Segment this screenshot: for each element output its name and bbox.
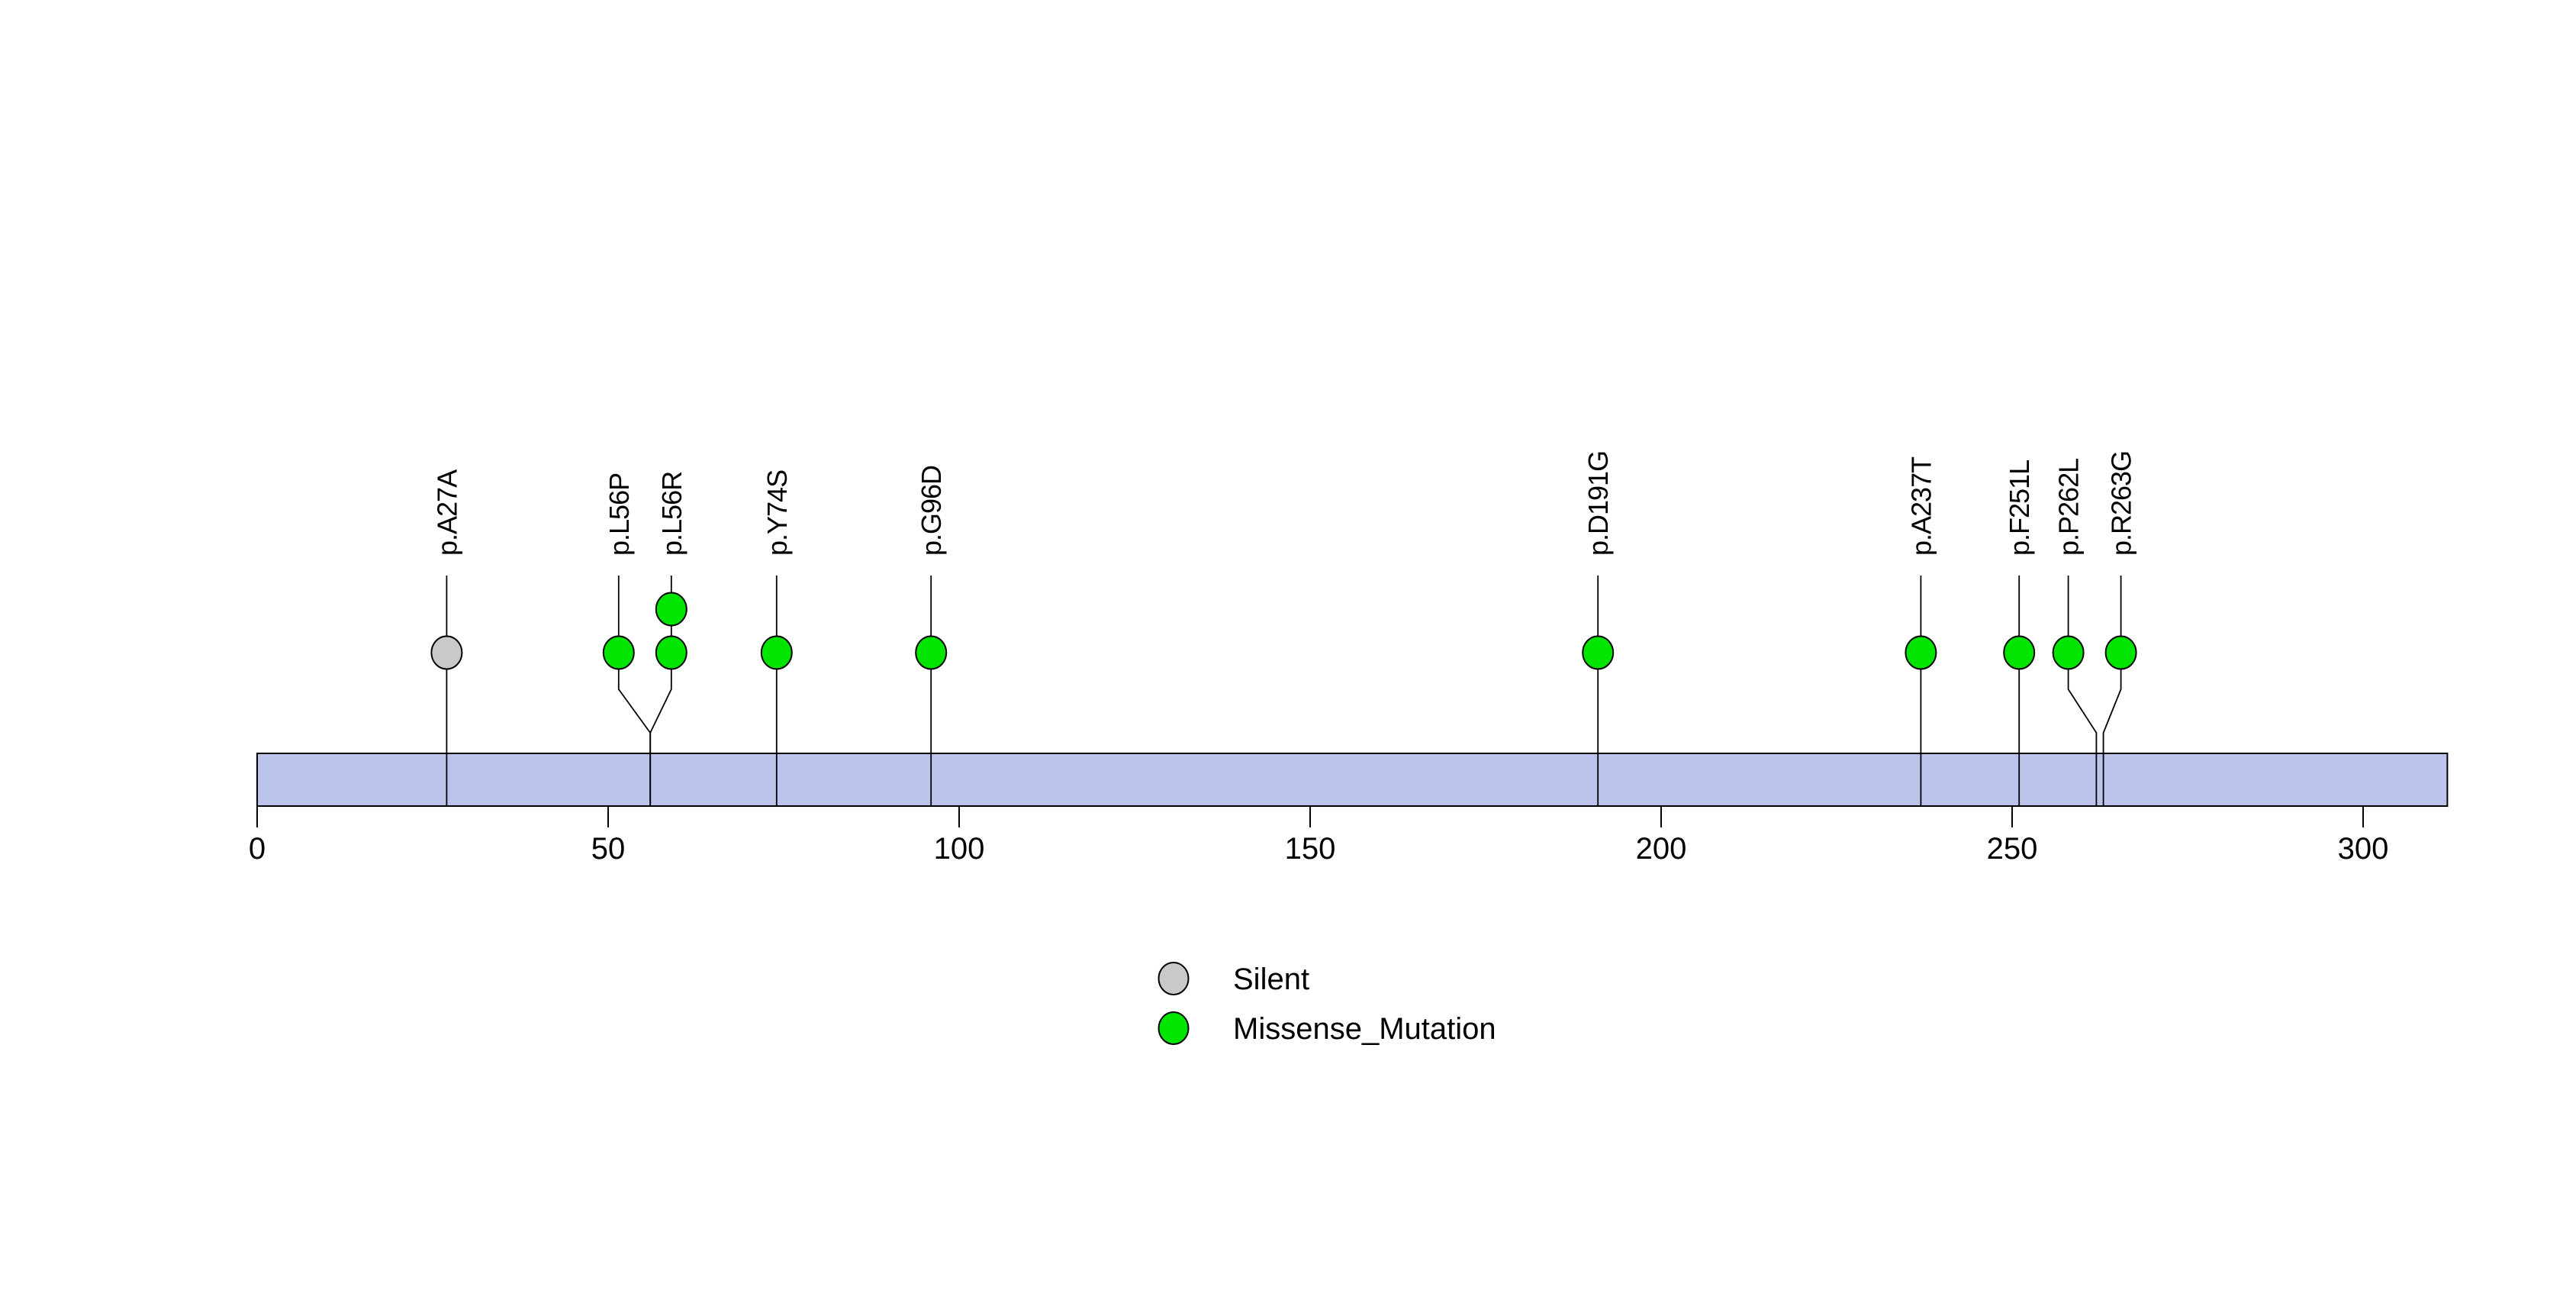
mutation-circle-missense_mutation	[2052, 635, 2085, 670]
mutation-label: p.L56P	[604, 473, 635, 556]
mutation-label: p.G96D	[916, 466, 947, 556]
mutation-circle-missense_mutation	[2104, 635, 2137, 670]
axis-tick-label: 200	[1636, 832, 1687, 866]
mutation-circle-missense_mutation	[1582, 635, 1615, 670]
mutation-circle-missense_mutation	[1905, 635, 1937, 670]
mutation-stem	[2067, 576, 2098, 806]
legend-swatch-silent	[1158, 962, 1190, 995]
axis-tick-label: 150	[1285, 832, 1336, 866]
mutation-circle-missense_mutation	[655, 592, 687, 627]
mutation-circle-missense_mutation	[2003, 635, 2036, 670]
mutation-label: p.R263G	[2106, 451, 2137, 556]
axis-tick-label: 250	[1987, 832, 2038, 866]
axis-tick-label: 50	[591, 832, 626, 866]
mutation-label: p.A237T	[1905, 456, 1937, 556]
mutation-circle-missense_mutation	[655, 635, 687, 670]
mutation-circle-missense_mutation	[915, 635, 948, 670]
legend-swatch-missense_mutation	[1158, 1011, 1190, 1045]
mutation-label: p.F251L	[2004, 460, 2035, 556]
protein-bar	[256, 753, 2449, 807]
axis-tick-label: 0	[249, 832, 266, 866]
legend-label: Missense_Mutation	[1233, 1012, 1496, 1046]
mutation-label: p.P262L	[2053, 459, 2085, 556]
mutation-stem	[649, 576, 672, 806]
mutation-label: p.L56R	[656, 472, 687, 556]
mutation-label: p.D191G	[1583, 451, 1614, 556]
mutation-label: p.A27A	[431, 469, 462, 556]
mutation-stem	[2102, 576, 2122, 806]
axis-tick-label: 300	[2338, 832, 2389, 866]
legend-label: Silent	[1233, 963, 1309, 996]
mutation-circle-silent	[430, 635, 463, 670]
mutation-label: p.Y74S	[762, 470, 793, 556]
mutation-circle-missense_mutation	[602, 635, 635, 670]
axis-tick-label: 100	[934, 832, 985, 866]
mutation-circle-missense_mutation	[760, 635, 793, 670]
